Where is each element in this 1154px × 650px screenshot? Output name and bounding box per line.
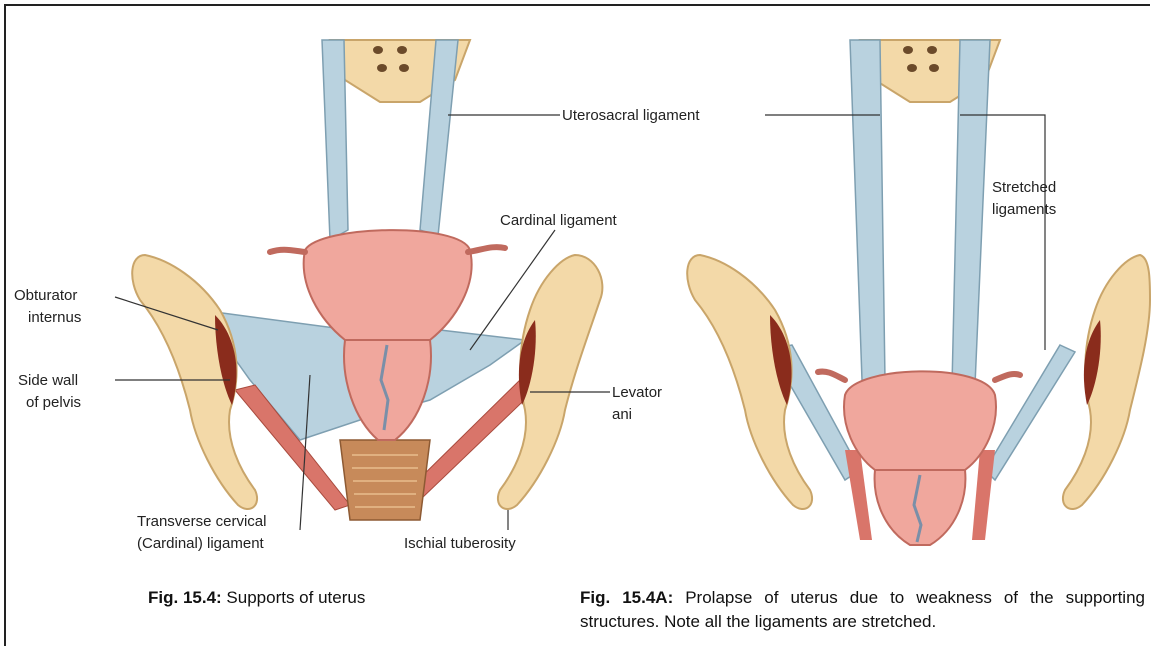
caption-left-text: Supports of uterus (222, 588, 366, 607)
hip-bone-left-r (498, 255, 602, 509)
cervix-left (344, 340, 431, 440)
label-ischial: Ischial tuberosity (404, 535, 516, 552)
fallopian-tube-left-r (468, 247, 505, 252)
hip-bone-left-l (132, 255, 257, 509)
uterus-left (304, 230, 472, 340)
uterosacral-ligament-right-l (850, 40, 885, 380)
label-stretched-2: ligaments (992, 201, 1056, 218)
label-sidewall-1: Side wall (18, 372, 78, 389)
label-obturator-2: internus (28, 309, 81, 326)
cardinal-ligament-right-r (985, 345, 1075, 480)
fallopian-tube-right-l (818, 372, 845, 380)
right-figure: Stretched ligaments (687, 40, 1150, 545)
uterus-right (844, 371, 996, 470)
fallopian-tube-left-l (270, 250, 305, 252)
label-obturator-1: Obturator (14, 287, 77, 304)
caption-left-number: Fig. 15.4: (148, 588, 222, 607)
label-cardinal: Cardinal ligament (500, 212, 618, 229)
label-uterosacral: Uterosacral ligament (562, 107, 700, 124)
caption-right-number: Fig. 15.4A: (580, 588, 673, 607)
fallopian-tube-right-r (995, 374, 1020, 380)
caption-left: Fig. 15.4: Supports of uterus (148, 586, 508, 610)
caption-right: Fig. 15.4A: Prolapse of uterus due to we… (580, 586, 1145, 634)
label-sidewall-2: of pelvis (26, 394, 81, 411)
label-transverse-1: Transverse cervical (137, 513, 266, 530)
label-transverse-2: (Cardinal) ligament (137, 535, 265, 552)
label-levator-1: Levator (612, 384, 662, 401)
left-figure: Uterosacral ligament Cardinal ligament O… (14, 40, 700, 552)
label-levator-2: ani (612, 406, 632, 423)
label-stretched-1: Stretched (992, 179, 1056, 196)
levator-ani-right-r (972, 450, 995, 540)
hip-bone-right-r (1063, 255, 1150, 509)
uterosacral-ligament-left-l (322, 40, 348, 240)
